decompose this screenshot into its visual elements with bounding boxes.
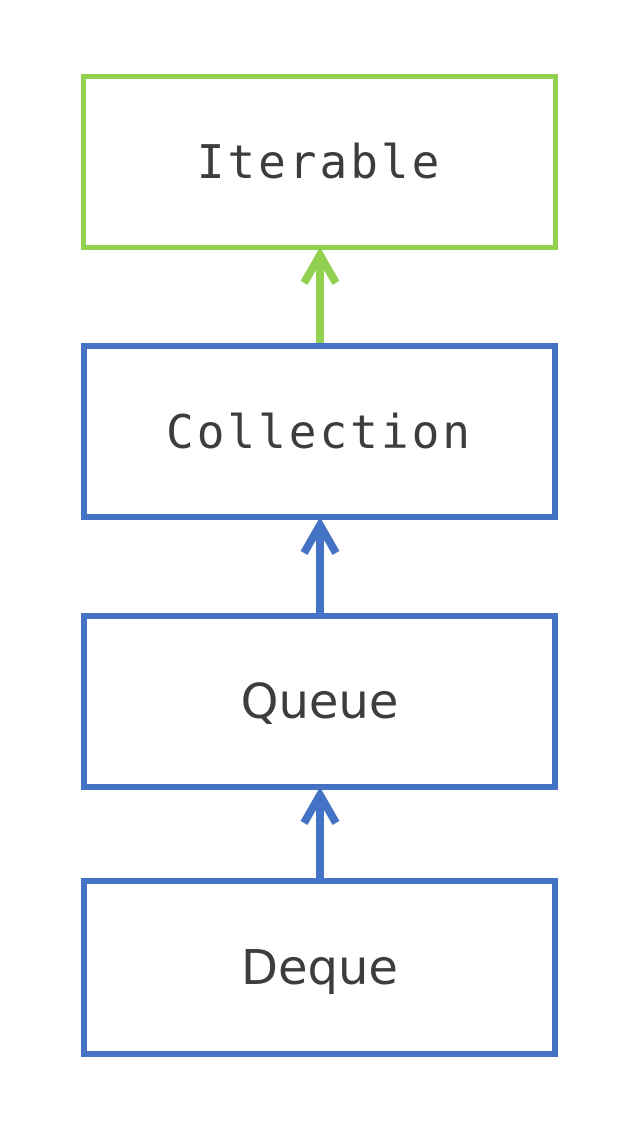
arrow-queue-to-collection-icon [300, 520, 340, 613]
node-queue: Queue [81, 613, 558, 790]
node-queue-label: Queue [240, 673, 399, 730]
arrow-deque-to-queue-icon [300, 790, 340, 878]
arrow-collection-to-iterable-icon [300, 250, 340, 343]
node-deque-label: Deque [241, 939, 398, 996]
node-collection: Collection [81, 343, 558, 520]
node-iterable-label: Iterable [196, 135, 443, 189]
node-collection-label: Collection [166, 404, 473, 459]
node-deque: Deque [81, 878, 558, 1057]
node-iterable: Iterable [81, 74, 558, 250]
